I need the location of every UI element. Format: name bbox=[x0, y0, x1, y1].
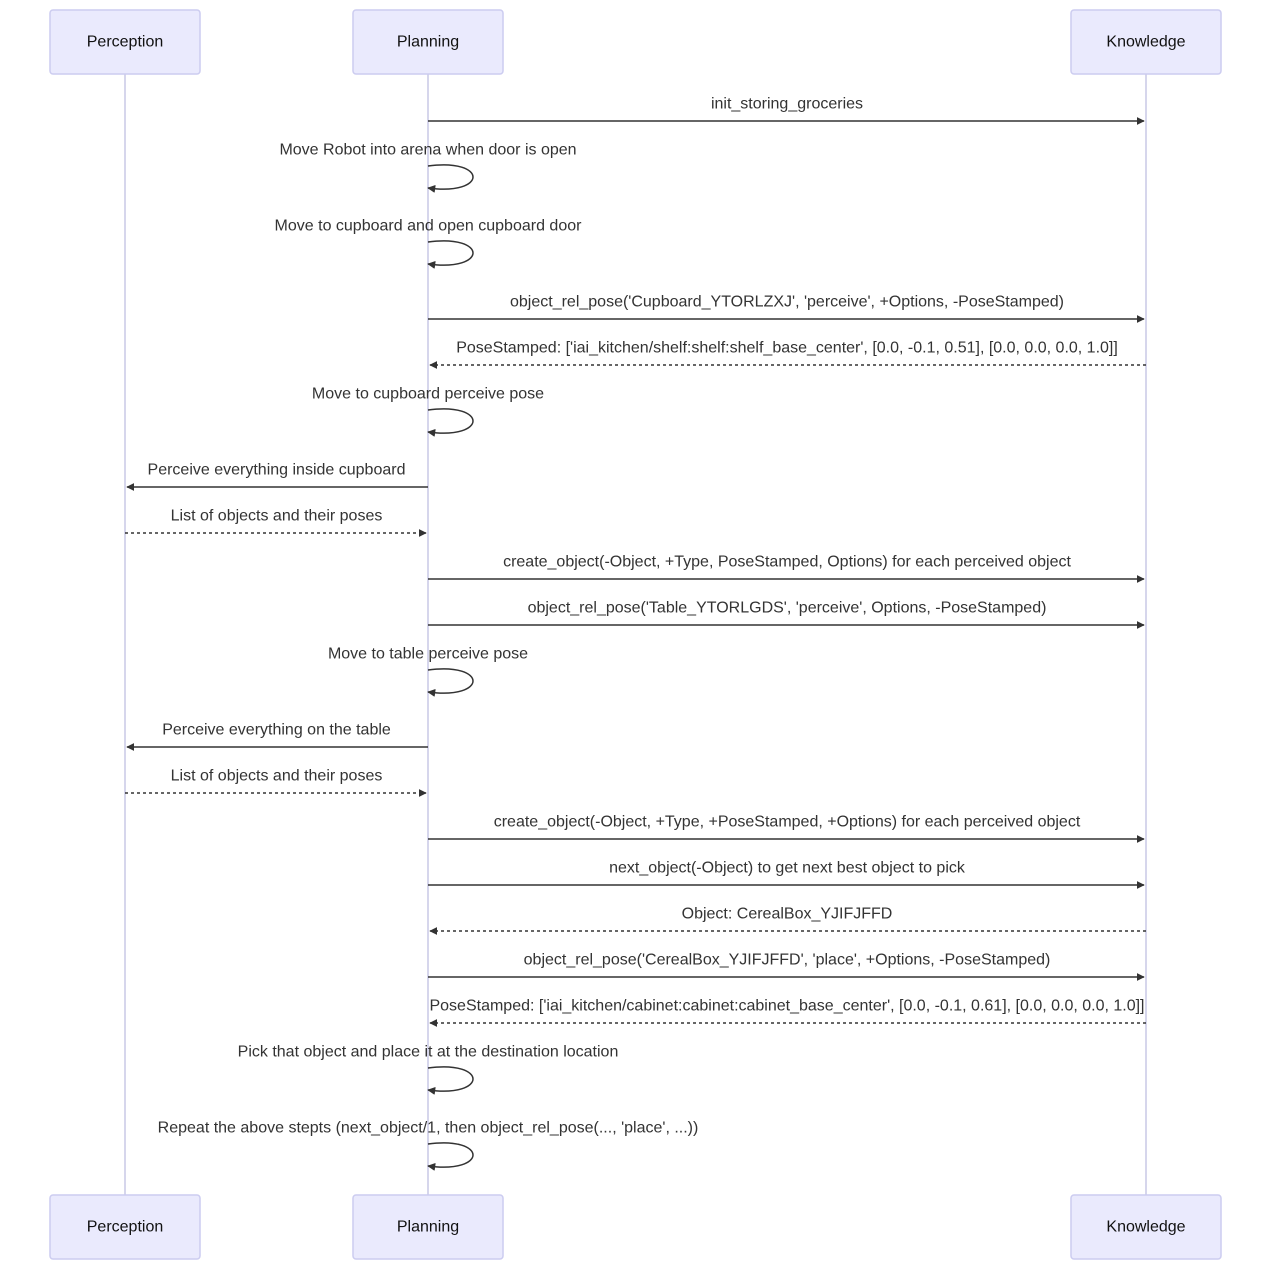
participant-perception-bottom: Perception bbox=[49, 1194, 201, 1260]
self-message-arrow bbox=[427, 164, 474, 193]
self-message-arrow bbox=[427, 1066, 474, 1095]
participant-knowledge-bottom: Knowledge bbox=[1070, 1194, 1222, 1260]
participant-box bbox=[49, 9, 201, 75]
message-label: create_object(-Object, +Type, PoseStampe… bbox=[503, 554, 1071, 571]
self-message-arrow bbox=[427, 408, 474, 437]
message-9: create_object(-Object, +Type, PoseStampe… bbox=[428, 554, 1145, 583]
message-label: Move Robot into arena when door is open bbox=[279, 142, 576, 159]
participant-label: Planning bbox=[397, 34, 459, 51]
message-16: Object: CerealBox_YJIFJFFD bbox=[429, 906, 1146, 935]
message-11: Move to table perceive pose bbox=[328, 646, 528, 697]
participant-label: Knowledge bbox=[1106, 1219, 1185, 1236]
participant-label: Perception bbox=[87, 34, 164, 51]
message-6: Move to cupboard perceive pose bbox=[312, 386, 544, 437]
message-label: PoseStamped: ['iai_kitchen/shelf:shelf:s… bbox=[456, 340, 1118, 357]
message-3: Move to cupboard and open cupboard door bbox=[275, 218, 583, 269]
participant-knowledge-top: Knowledge bbox=[1070, 9, 1222, 75]
message-label: object_rel_pose('CerealBox_YJIFJFFD', 'p… bbox=[524, 952, 1051, 969]
participant-box bbox=[1070, 1194, 1222, 1260]
participant-box bbox=[49, 1194, 201, 1260]
message-label: List of objects and their poses bbox=[171, 508, 383, 525]
message-2: Move Robot into arena when door is open bbox=[279, 142, 577, 193]
message-label: Perceive everything inside cupboard bbox=[148, 462, 406, 479]
participant-planning-top: Planning bbox=[352, 9, 504, 75]
message-5: PoseStamped: ['iai_kitchen/shelf:shelf:s… bbox=[429, 340, 1146, 369]
message-label: Pick that object and place it at the des… bbox=[238, 1044, 619, 1061]
message-12: Perceive everything on the table bbox=[126, 722, 428, 751]
message-label: init_storing_groceries bbox=[711, 96, 863, 113]
message-label: next_object(-Object) to get next best ob… bbox=[609, 860, 966, 877]
message-label: object_rel_pose('Table_YTORLGDS', 'perce… bbox=[528, 600, 1047, 617]
message-8: List of objects and their poses bbox=[125, 508, 427, 537]
message-label: Object: CerealBox_YJIFJFFD bbox=[682, 906, 893, 923]
participant-box bbox=[352, 9, 504, 75]
message-label: object_rel_pose('Cupboard_YTORLZXJ', 'pe… bbox=[510, 294, 1064, 311]
participant-box bbox=[352, 1194, 504, 1260]
message-label: Move to cupboard perceive pose bbox=[312, 386, 544, 403]
message-label: List of objects and their poses bbox=[171, 768, 383, 785]
message-label: PoseStamped: ['iai_kitchen/cabinet:cabin… bbox=[429, 998, 1144, 1015]
message-18: PoseStamped: ['iai_kitchen/cabinet:cabin… bbox=[429, 998, 1146, 1027]
message-label: Repeat the above stepts (next_object/1, … bbox=[158, 1120, 699, 1137]
participant-perception-top: Perception bbox=[49, 9, 201, 75]
message-14: create_object(-Object, +Type, +PoseStamp… bbox=[428, 814, 1145, 843]
participant-label: Planning bbox=[397, 1219, 459, 1236]
message-20: Repeat the above stepts (next_object/1, … bbox=[158, 1120, 699, 1171]
message-label: Perceive everything on the table bbox=[162, 722, 391, 739]
message-label: Move to cupboard and open cupboard door bbox=[275, 218, 583, 235]
message-13: List of objects and their poses bbox=[125, 768, 427, 797]
self-message-arrow bbox=[427, 1142, 474, 1171]
message-10: object_rel_pose('Table_YTORLGDS', 'perce… bbox=[428, 600, 1145, 629]
lifelines bbox=[124, 74, 1147, 1195]
participant-label: Knowledge bbox=[1106, 34, 1185, 51]
message-15: next_object(-Object) to get next best ob… bbox=[428, 860, 1145, 889]
message-1: init_storing_groceries bbox=[428, 96, 1145, 125]
message-label: Move to table perceive pose bbox=[328, 646, 528, 663]
participant-label: Perception bbox=[87, 1219, 164, 1236]
message-19: Pick that object and place it at the des… bbox=[238, 1044, 619, 1095]
self-message-arrow bbox=[427, 240, 474, 269]
self-message-arrow bbox=[427, 668, 474, 697]
message-4: object_rel_pose('Cupboard_YTORLZXJ', 'pe… bbox=[428, 294, 1145, 323]
message-label: create_object(-Object, +Type, +PoseStamp… bbox=[494, 814, 1081, 831]
participants: PerceptionPerceptionPlanningPlanningKnow… bbox=[49, 9, 1222, 1260]
message-17: object_rel_pose('CerealBox_YJIFJFFD', 'p… bbox=[428, 952, 1145, 981]
participant-box bbox=[1070, 9, 1222, 75]
participant-planning-bottom: Planning bbox=[352, 1194, 504, 1260]
message-7: Perceive everything inside cupboard bbox=[126, 462, 428, 491]
